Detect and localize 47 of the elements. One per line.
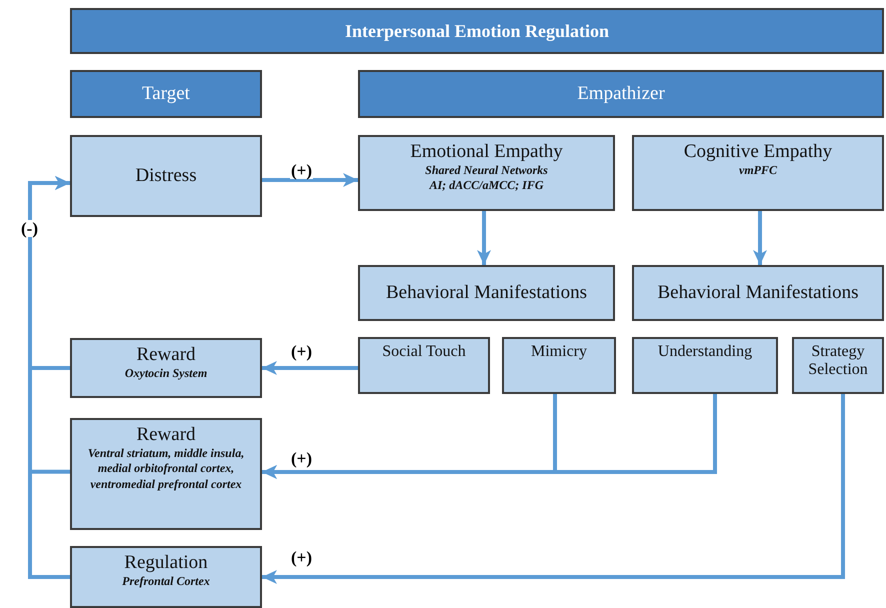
node-title: Cognitive Empathy — [684, 141, 832, 163]
process-box — [70, 418, 262, 530]
arrow — [262, 173, 358, 187]
node-title: Distress — [135, 165, 197, 187]
node-title: Strategy Selection — [807, 343, 869, 380]
process-box — [632, 265, 884, 321]
node-subtitle: vmPFC — [739, 162, 777, 178]
process-box — [70, 135, 262, 217]
process-box — [358, 337, 490, 394]
node-title: Reward — [136, 344, 196, 366]
arrow — [477, 211, 491, 265]
edge-label: (+) — [290, 343, 314, 360]
process-box — [502, 337, 616, 394]
arrow — [262, 394, 845, 584]
node-title: Target — [142, 83, 190, 105]
process-box — [70, 338, 262, 398]
process-box — [358, 265, 615, 321]
node-title: Social Touch — [382, 343, 466, 362]
process-box — [792, 337, 884, 394]
node-subtitle: AI; dACC/aMCC; IFG — [429, 178, 544, 194]
node-title: Mimicry — [531, 343, 587, 362]
node-subtitle: Ventral striatum, middle insula, medial orbitofrontal cortex, ventromedial prefrontal cortex — [86, 446, 246, 493]
node-title: Emotional Empathy — [410, 141, 563, 163]
node-subtitle: Oxytocin System — [124, 366, 208, 382]
node-subtitle: Prefrontal Cortex — [122, 574, 210, 590]
arrow — [28, 176, 70, 579]
process-box — [358, 135, 615, 211]
edge-label: (+) — [290, 450, 314, 467]
edge-label: (-) — [20, 220, 39, 237]
node-title: Reward — [136, 424, 196, 446]
node-title: Understanding — [658, 343, 752, 362]
arrow — [262, 361, 358, 375]
edge-label: (+) — [290, 162, 314, 179]
node-title: Regulation — [124, 552, 208, 574]
arrow — [753, 211, 767, 265]
process-box — [632, 135, 884, 211]
node-title: Interpersonal Emotion Regulation — [344, 20, 609, 42]
header-band — [70, 70, 262, 118]
edge-label: (+) — [290, 549, 314, 566]
process-box — [632, 337, 778, 394]
node-subtitle: Shared Neural Networks — [425, 162, 548, 178]
header-band — [70, 8, 884, 54]
header-band — [358, 70, 884, 118]
process-box — [70, 546, 262, 608]
node-title: Behavioral Manifestations — [657, 282, 859, 304]
node-title: Empathizer — [577, 83, 665, 105]
node-title: Behavioral Manifestations — [386, 282, 588, 304]
